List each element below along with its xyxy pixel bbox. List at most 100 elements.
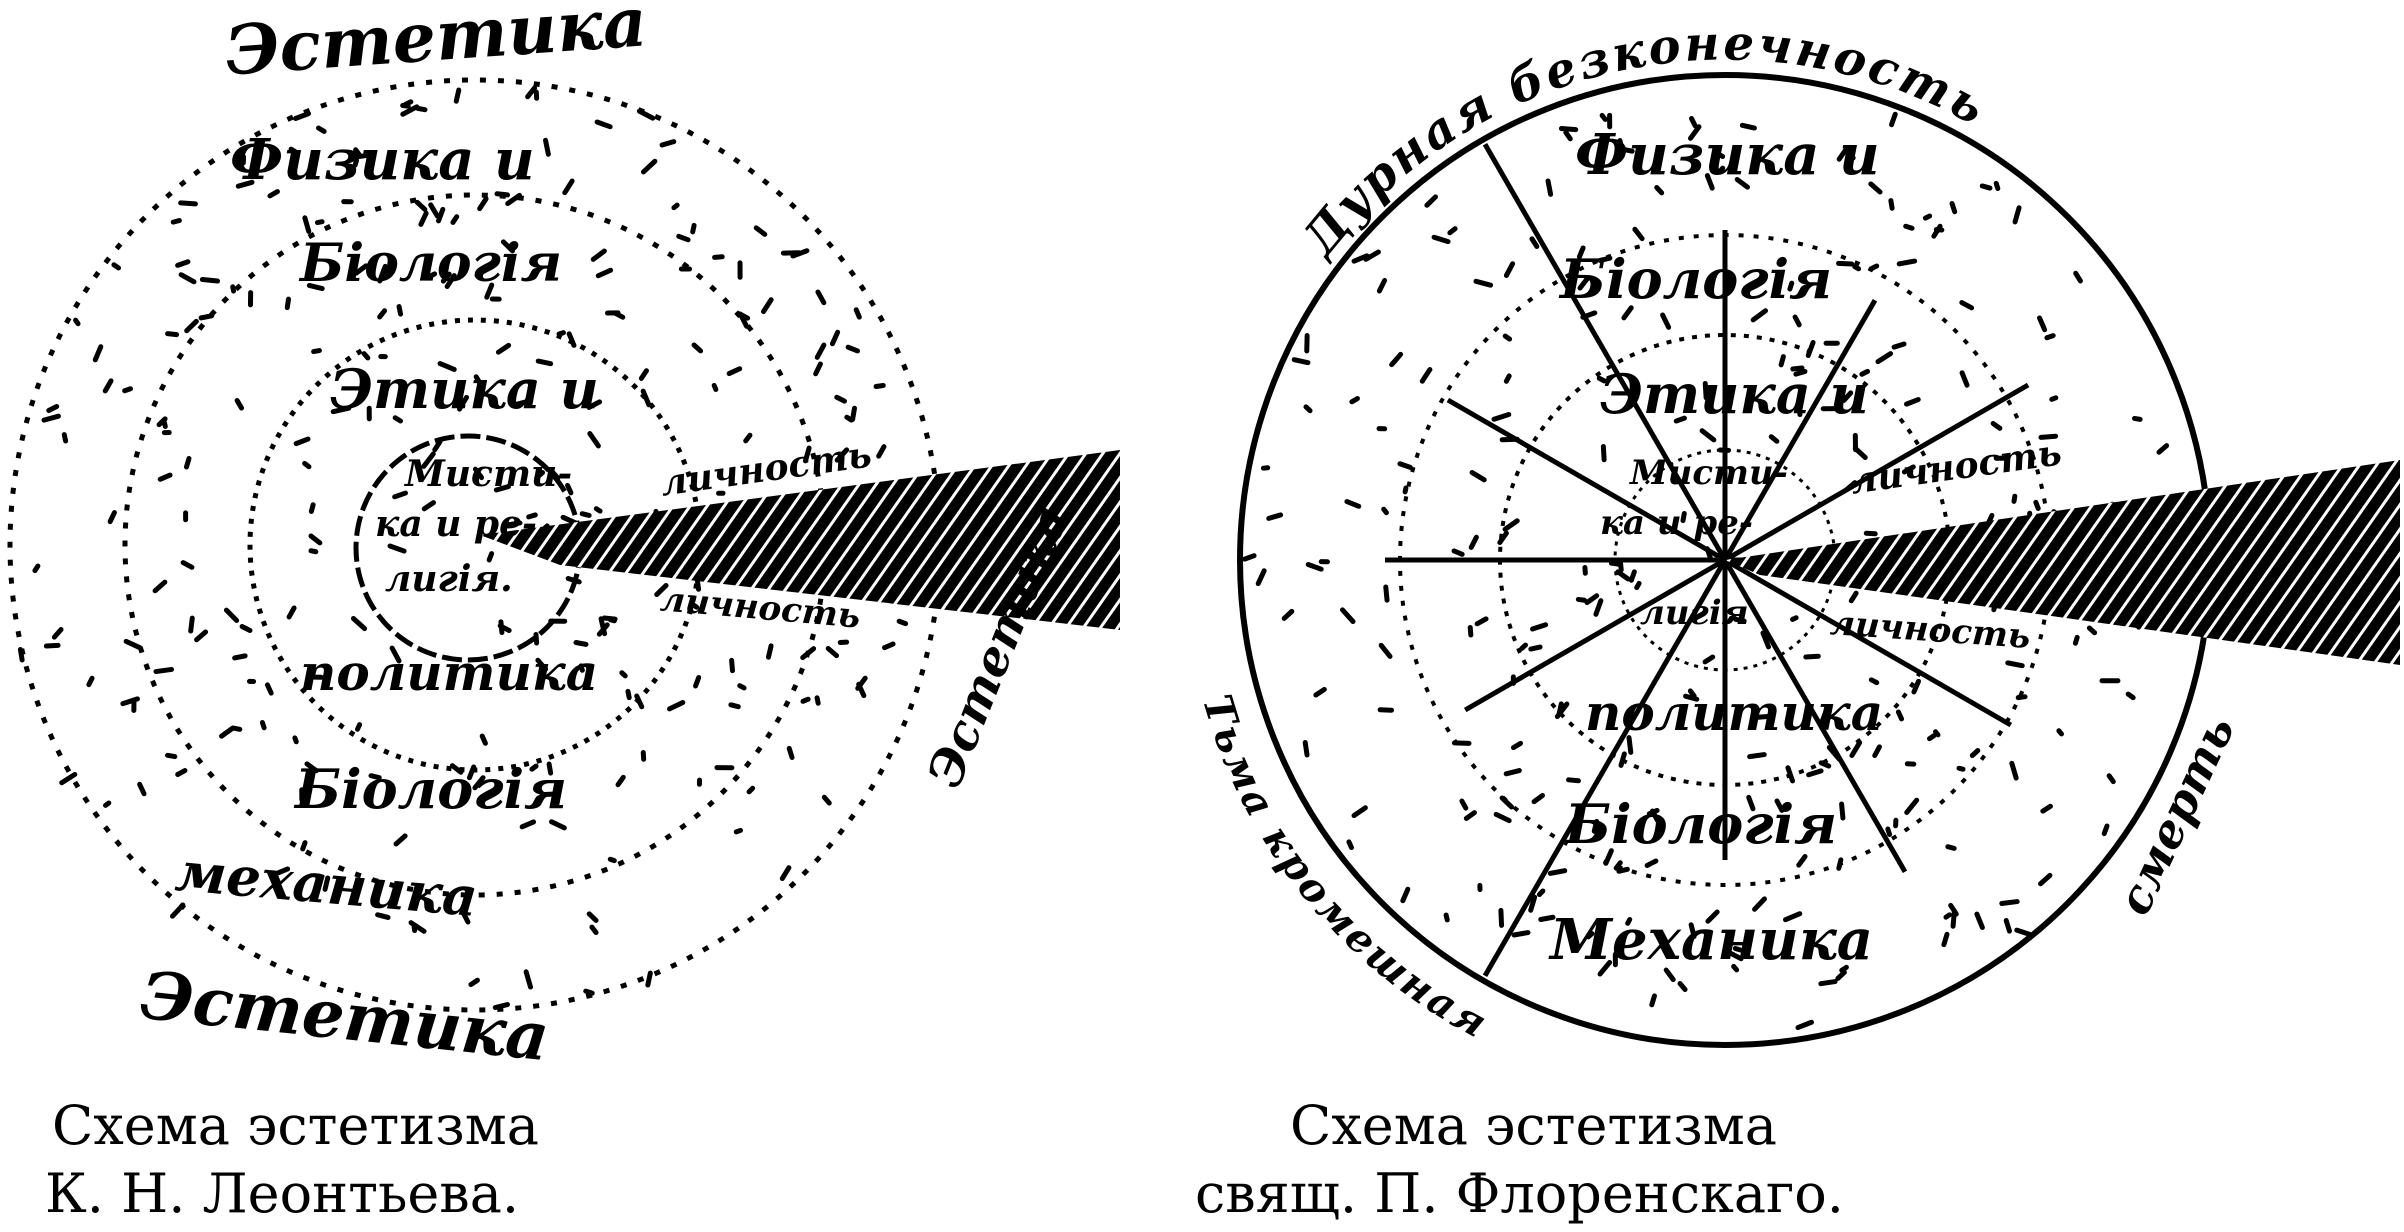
scatter-mark — [1547, 868, 1568, 876]
scatter-mark — [1302, 739, 1310, 758]
scatter-mark — [573, 640, 589, 647]
scatter-mark — [493, 484, 511, 493]
scatter-mark — [590, 248, 607, 262]
scatter-mark — [765, 643, 774, 660]
scatter-mark — [1351, 805, 1368, 819]
scatter-mark — [1731, 963, 1740, 973]
scatter-mark — [2037, 315, 2048, 333]
left-label-biology-bottom: Біологія — [295, 757, 568, 821]
scatter-mark — [1376, 277, 1388, 294]
scatter-mark — [737, 683, 747, 691]
scatter-mark — [284, 296, 291, 311]
right-label-ethics: Этика и — [1600, 362, 1869, 426]
scatter-mark — [2125, 691, 2136, 701]
scatter-mark — [1845, 154, 1856, 161]
scatter-mark — [1503, 373, 1512, 384]
right-label-mystic-3: лигія — [1640, 593, 1749, 633]
scatter-mark — [1473, 278, 1494, 288]
scatter-mark — [1852, 264, 1862, 272]
scatter-mark — [2132, 415, 2143, 422]
scatter-mark — [1889, 111, 1898, 128]
left-caption-line2: К. Н. Леонтьева. — [45, 1162, 520, 1225]
scatter-mark — [1381, 506, 1389, 516]
right-hatched-beam — [1725, 460, 2400, 665]
scatter-mark — [486, 551, 495, 563]
scatter-mark — [1990, 420, 2003, 431]
scatter-mark — [1683, 693, 1700, 702]
scatter-mark — [873, 383, 886, 390]
scatter-mark — [415, 105, 428, 113]
scatter-mark — [1530, 622, 1549, 632]
scatter-mark — [1576, 245, 1586, 260]
scatter-mark — [535, 657, 549, 672]
scatter-mark — [850, 405, 858, 423]
scatter-mark — [308, 533, 323, 546]
scatter-mark — [1469, 470, 1487, 483]
scatter-mark — [1255, 568, 1267, 587]
scatter-mark — [180, 560, 195, 570]
scatter-mark — [667, 699, 686, 712]
scatter-mark — [1904, 797, 1920, 815]
scatter-mark — [587, 431, 601, 449]
scatter-mark — [1746, 794, 1756, 812]
scatter-mark — [1993, 180, 2001, 192]
scatter-mark — [1901, 464, 1916, 475]
scatter-mark — [1795, 1019, 1814, 1031]
scatter-mark — [896, 618, 909, 627]
scatter-mark — [733, 827, 743, 835]
scatter-mark — [1969, 748, 1981, 759]
scatter-mark — [1266, 512, 1284, 521]
scatter-mark — [1839, 801, 1846, 821]
scatter-mark — [1617, 138, 1624, 148]
scatter-mark — [2003, 918, 2012, 934]
scatter-mark — [882, 641, 896, 651]
scatter-mark — [1782, 911, 1803, 923]
scatter-mark — [137, 781, 147, 797]
scatter-mark — [1752, 896, 1767, 912]
scatter-mark — [1792, 314, 1802, 328]
scatter-mark — [1626, 735, 1634, 755]
scatter-mark — [396, 304, 404, 317]
scatter-mark — [1498, 907, 1505, 928]
right-label-biology-bottom: Біологія — [1565, 792, 1838, 856]
scatter-mark — [440, 271, 452, 284]
scatter-mark — [267, 189, 280, 199]
scatter-mark — [219, 725, 236, 739]
scatter-mark — [292, 735, 299, 745]
scatter-mark — [1349, 396, 1360, 405]
scatter-mark — [1818, 979, 1838, 987]
scatter-mark — [543, 137, 551, 157]
scatter-mark — [232, 653, 248, 661]
scatter-mark — [484, 282, 495, 300]
scatter-mark — [1566, 777, 1581, 784]
scatter-mark — [1468, 534, 1479, 550]
scatter-mark — [264, 682, 274, 696]
scatter-mark — [2033, 499, 2041, 511]
scatter-mark — [1646, 807, 1660, 817]
scatter-mark — [711, 382, 719, 392]
scatter-mark — [1872, 744, 1882, 759]
scatter-mark — [103, 800, 112, 808]
scatter-mark — [1911, 678, 1921, 695]
scatter-mark — [472, 775, 486, 791]
scatter-mark — [444, 273, 457, 290]
scatter-mark — [1511, 930, 1531, 938]
scatter-mark — [392, 415, 404, 424]
scatter-mark — [2012, 205, 2022, 225]
scatter-mark — [645, 970, 653, 988]
scatter-mark — [546, 761, 554, 776]
scatter-mark — [1419, 367, 1433, 384]
scatter-mark — [690, 222, 697, 235]
scatter-mark — [235, 179, 255, 189]
scatter-mark — [829, 329, 841, 347]
scatter-mark — [514, 399, 529, 407]
scatter-mark — [2101, 823, 2110, 837]
scatter-mark — [2005, 660, 2025, 669]
scatter-mark — [821, 794, 832, 806]
scatter-mark — [460, 910, 471, 925]
scatter-mark — [375, 912, 391, 920]
radiating-line — [1723, 557, 2013, 728]
left-label-physics: Физика и — [230, 127, 535, 193]
scatter-mark — [107, 510, 117, 525]
scatter-mark — [1599, 112, 1608, 122]
